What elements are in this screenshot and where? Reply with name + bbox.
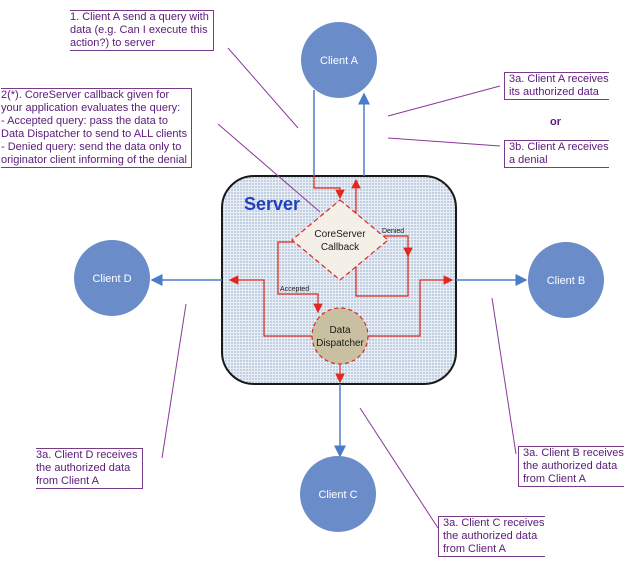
client-a-node: [301, 22, 377, 98]
flow-dispatch-right: [368, 275, 454, 337]
dispatcher-label-line1: Data: [329, 325, 351, 336]
coreserver-label-line2: Callback: [321, 242, 360, 253]
leader-step3a-b: [491, 297, 517, 455]
note-step2: 2(*). CoreServer callback given for your…: [1, 88, 193, 168]
note-step3b-client-a: 3b. Client A receives a denial: [504, 140, 609, 168]
client-d-label: Client D: [92, 273, 131, 285]
flow-accepted: [277, 241, 323, 314]
leader-step3a-d: [161, 303, 187, 459]
leader-step3a-c: [359, 407, 439, 529]
client-b-node: [528, 242, 604, 318]
flow-denied: [384, 235, 413, 258]
leader-step1: [227, 47, 299, 129]
server-title: Server: [244, 194, 300, 214]
flow-in-to-callback: [313, 176, 345, 200]
leader-step3b-a: [387, 137, 501, 147]
client-a-label: Client A: [320, 55, 359, 67]
flow-dispatch-left: [228, 275, 312, 337]
dispatcher-label-line2: Dispatcher: [316, 338, 364, 349]
client-c-label: Client C: [318, 489, 357, 501]
coreserver-label-line1: CoreServer: [314, 229, 366, 240]
note-step3a-client-c: 3a. Client C receives the authorized dat…: [438, 516, 545, 557]
coreserver-callback-diamond: [291, 199, 389, 281]
client-d-node: [74, 240, 150, 316]
note-step3a-client-d: 3a. Client D receives the authorized dat…: [36, 448, 143, 489]
note-step3a-client-a: 3a. Client A receives its authorized dat…: [504, 72, 609, 100]
denied-label: Denied: [382, 228, 404, 235]
accepted-label: Accepted: [280, 286, 309, 293]
note-step1: 1. Client A send a query with data (e.g.…: [70, 10, 214, 51]
client-c-node: [300, 456, 376, 532]
client-b-label: Client B: [547, 275, 586, 287]
leader-step3a-a: [387, 85, 501, 117]
data-dispatcher-node: [311, 307, 369, 365]
or-label: or: [550, 116, 561, 128]
note-step3a-client-b: 3a. Client B receives the authorized dat…: [518, 446, 624, 487]
leader-step2: [217, 123, 321, 213]
